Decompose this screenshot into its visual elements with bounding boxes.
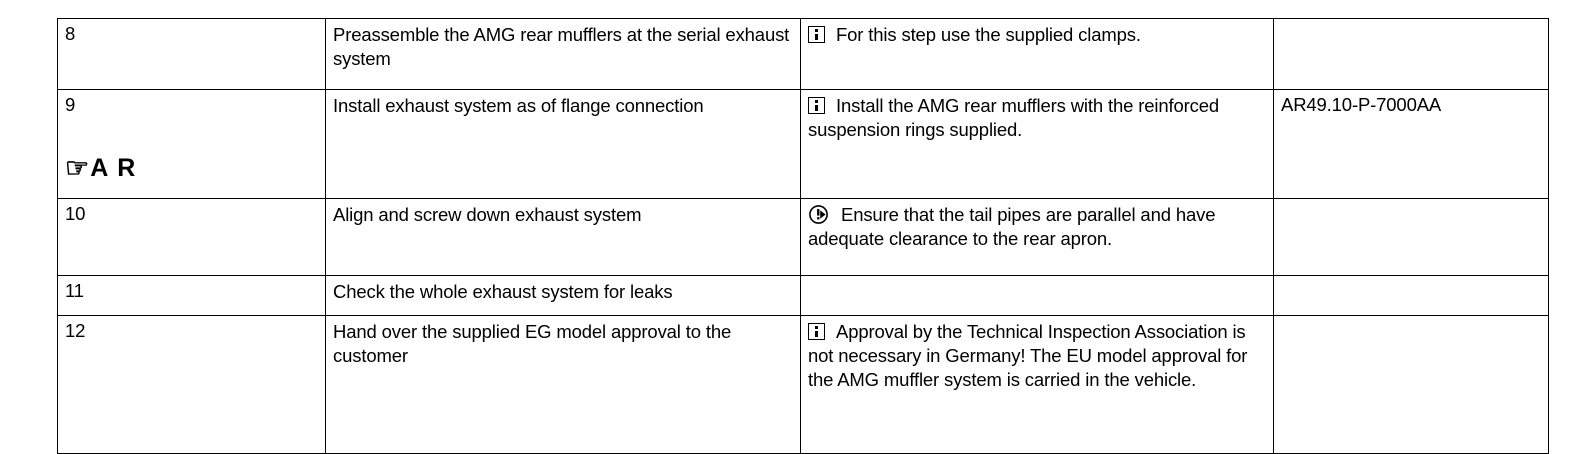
table-row: 11 Check the whole exhaust system for le… bbox=[57, 275, 1549, 316]
note-cell: Approval by the Technical Inspection Ass… bbox=[800, 315, 1274, 454]
step-number: 12 bbox=[65, 320, 86, 341]
step-cell: 8 bbox=[57, 18, 326, 90]
step-cell: 11 bbox=[57, 275, 326, 316]
document-reference-cell bbox=[1273, 275, 1549, 316]
task-cell: Align and screw down exhaust system bbox=[325, 198, 801, 276]
document-reference: AR49.10-P-7000AA bbox=[1281, 94, 1442, 115]
task-text: Hand over the supplied EG model approval… bbox=[333, 321, 732, 367]
document-reference-cell bbox=[1273, 315, 1549, 454]
note-text: Approval by the Technical Inspection Ass… bbox=[808, 321, 1248, 391]
task-cell: Preassemble the AMG rear mufflers at the… bbox=[325, 18, 801, 90]
document-reference-cell bbox=[1273, 18, 1549, 90]
ar-marker-label: A R bbox=[90, 154, 137, 183]
task-text: Align and screw down exhaust system bbox=[333, 204, 642, 225]
table-row: 9 ☞A R Install exhaust system as of flan… bbox=[57, 89, 1549, 199]
task-text: Check the whole exhaust system for leaks bbox=[333, 281, 673, 302]
task-cell: Hand over the supplied EG model approval… bbox=[325, 315, 801, 454]
table-row: 10 Align and screw down exhaust system E… bbox=[57, 198, 1549, 276]
step-cell: 10 bbox=[57, 198, 326, 276]
step-cell: 12 bbox=[57, 315, 326, 454]
task-cell: Check the whole exhaust system for leaks bbox=[325, 275, 801, 316]
document-sheet: 8 Preassemble the AMG rear mufflers at t… bbox=[57, 18, 1549, 454]
note-text: For this step use the supplied clamps. bbox=[836, 24, 1141, 45]
info-icon bbox=[808, 97, 825, 114]
note-text: Install the AMG rear mufflers with the r… bbox=[808, 95, 1220, 141]
step-number: 9 bbox=[65, 94, 76, 115]
document-reference-cell: AR49.10-P-7000AA bbox=[1273, 89, 1549, 199]
document-reference-cell bbox=[1273, 198, 1549, 276]
pointing-hand-icon: ☞ bbox=[65, 153, 90, 184]
note-text: Ensure that the tail pipes are parallel … bbox=[808, 204, 1216, 250]
step-number: 11 bbox=[65, 280, 84, 301]
note-cell bbox=[800, 275, 1274, 316]
work-steps-table: 8 Preassemble the AMG rear mufflers at t… bbox=[57, 18, 1549, 454]
info-icon bbox=[808, 26, 825, 43]
table-row: 8 Preassemble the AMG rear mufflers at t… bbox=[57, 18, 1549, 90]
note-cell: For this step use the supplied clamps. bbox=[800, 18, 1274, 90]
step-number: 10 bbox=[65, 203, 86, 224]
task-text: Preassemble the AMG rear mufflers at the… bbox=[333, 24, 790, 70]
note-cell: Ensure that the tail pipes are parallel … bbox=[800, 198, 1274, 276]
task-cell: Install exhaust system as of flange conn… bbox=[325, 89, 801, 199]
step-cell: 9 ☞A R bbox=[57, 89, 326, 199]
note-cell: Install the AMG rear mufflers with the r… bbox=[800, 89, 1274, 199]
info-icon bbox=[808, 323, 825, 340]
task-text: Install exhaust system as of flange conn… bbox=[333, 95, 704, 116]
table-row: 12 Hand over the supplied EG model appro… bbox=[57, 315, 1549, 454]
caution-icon bbox=[808, 204, 829, 225]
step-number: 8 bbox=[65, 23, 76, 44]
ar-marker: ☞A R bbox=[65, 155, 319, 182]
